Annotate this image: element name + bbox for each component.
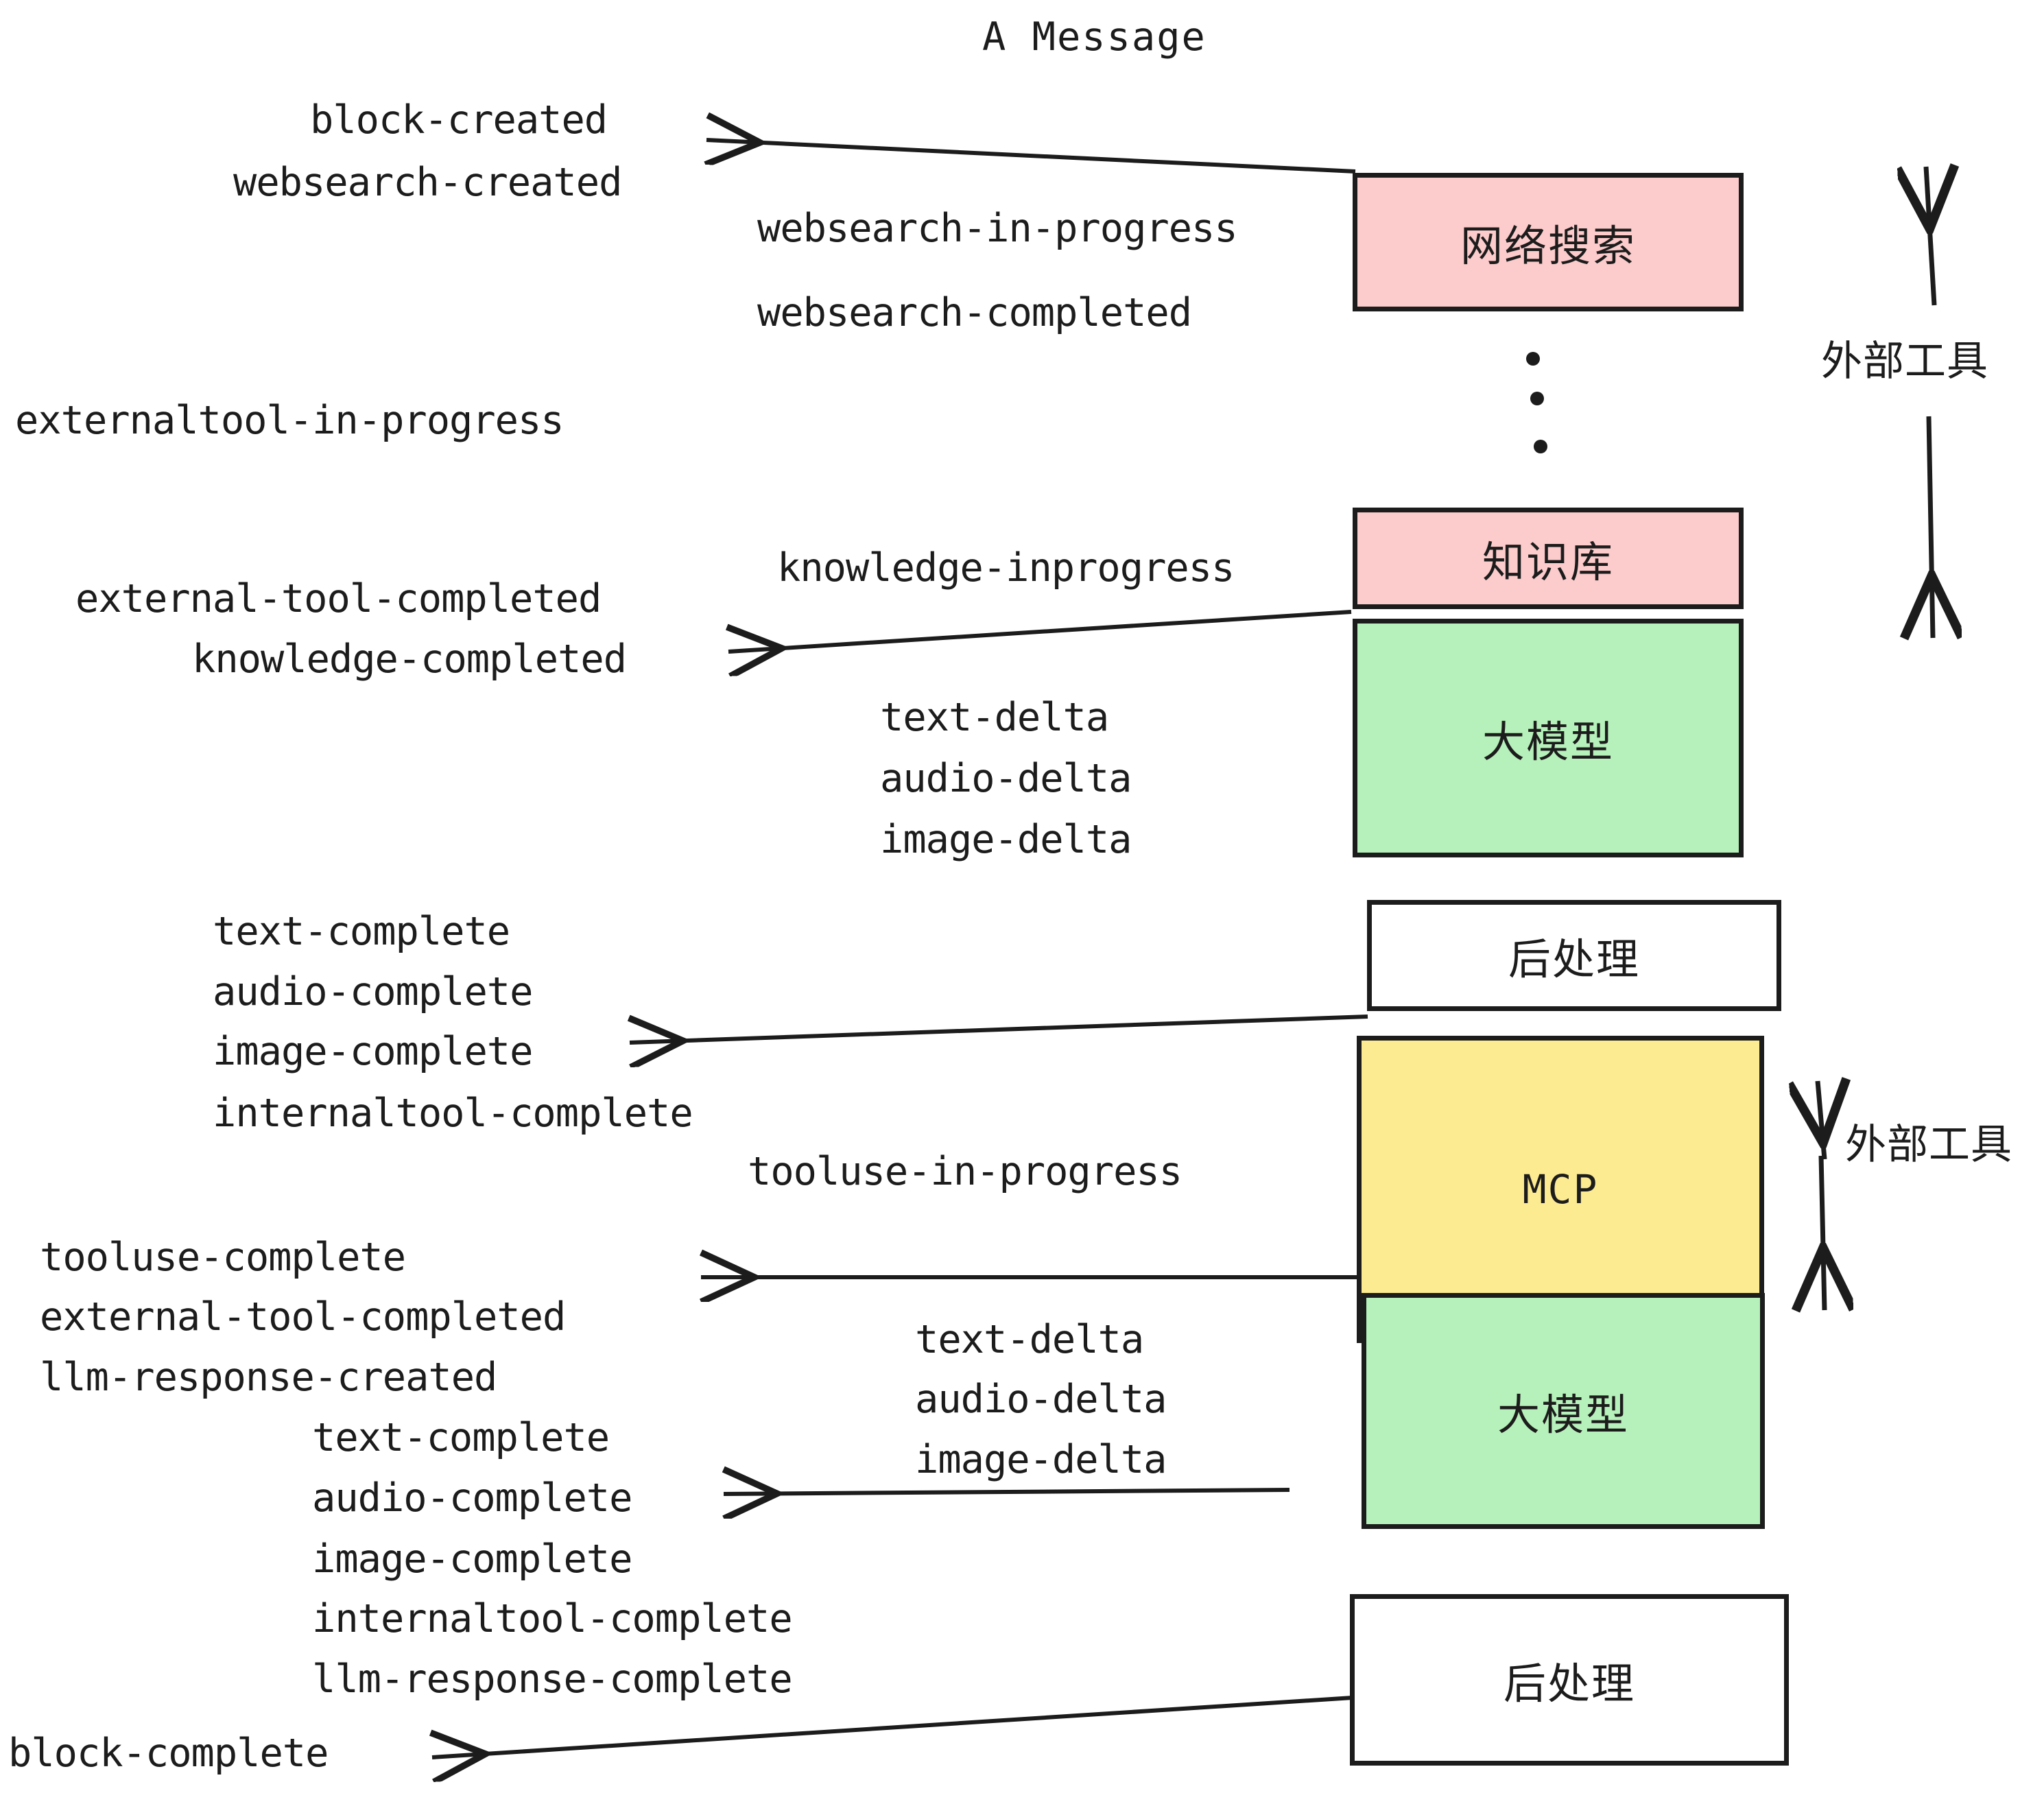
side-label-external-tools-top: 外部工具 <box>1821 337 1988 385</box>
box-websearch: 网络搜索 <box>1353 173 1744 311</box>
arrow-postprocess2-to-block-complete <box>432 1696 1353 1757</box>
event-label-external-tool-completed-2: external-tool-completed <box>40 1294 566 1340</box>
box-llm-2: 大模型 <box>1362 1293 1765 1529</box>
arrow-websearch-to-block-created <box>706 140 1356 174</box>
arrow-external-tools-up-top <box>1926 167 1934 306</box>
event-label-block-created: block-created <box>310 97 608 143</box>
arrow-postprocess1-to-image-complete <box>630 1014 1368 1043</box>
event-label-text-complete-1: text-complete <box>213 909 510 954</box>
event-label-text-complete-2: text-complete <box>312 1415 610 1460</box>
arrow-llm2-to-audio-complete <box>724 1490 1290 1494</box>
event-label-llm-response-complete: llm-response-complete <box>312 1657 793 1702</box>
box-label-websearch: 网络搜索 <box>1460 221 1636 271</box>
event-label-knowledge-completed: knowledge-completed <box>192 637 627 682</box>
side-label-external-tools-bottom: 外部工具 <box>1845 1121 2012 1169</box>
event-label-text-delta-1: text-delta <box>880 695 1109 740</box>
event-label-audio-complete-2: audio-complete <box>312 1475 632 1521</box>
arrow-external-tools-up-bottom <box>1818 1081 1825 1160</box>
event-label-audio-complete-1: audio-complete <box>213 969 533 1014</box>
box-postprocess-1: 后处理 <box>1367 900 1781 1011</box>
event-label-llm-response-created: llm-response-created <box>40 1355 497 1400</box>
box-knowledge-base: 知识库 <box>1353 508 1744 609</box>
event-label-tooluse-complete: tooluse-complete <box>40 1235 406 1280</box>
ellipsis-dot-1 <box>1526 352 1540 366</box>
event-label-block-complete: block-complete <box>8 1731 329 1776</box>
ellipsis-dot-2 <box>1530 392 1544 405</box>
box-label-mcp: MCP <box>1522 1166 1599 1213</box>
box-llm-1: 大模型 <box>1353 619 1744 857</box>
event-label-internaltool-complete-1: internaltool-complete <box>213 1091 693 1136</box>
event-label-image-delta-1: image-delta <box>880 817 1132 862</box>
box-postprocess-2: 后处理 <box>1350 1594 1789 1766</box>
box-label-postprocess-2: 后处理 <box>1503 1659 1635 1709</box>
event-label-tooluse-in-progress: tooluse-in-progress <box>748 1149 1183 1194</box>
event-label-image-delta-2: image-delta <box>915 1437 1167 1482</box>
event-label-websearch-in-progress: websearch-in-progress <box>757 206 1238 251</box>
box-label-knowledge-base: 知识库 <box>1482 537 1614 587</box>
box-mcp: MCP <box>1357 1036 1764 1343</box>
event-label-externaltool-in-progress: externaltool-in-progress <box>15 398 565 443</box>
event-label-text-delta-2: text-delta <box>915 1317 1144 1362</box>
arrow-knowledge-to-knowledge-completed <box>728 610 1352 652</box>
arrow-external-tools-down-bottom <box>1821 1155 1825 1310</box>
event-label-internaltool-complete-2: internaltool-complete <box>312 1596 793 1641</box>
event-label-image-complete-1: image-complete <box>213 1029 533 1074</box>
box-label-postprocess-1: 后处理 <box>1508 934 1640 984</box>
box-label-llm-2: 大模型 <box>1497 1390 1629 1440</box>
box-label-llm-1: 大模型 <box>1482 717 1614 767</box>
event-label-knowledge-inprogress: knowledge-inprogress <box>777 545 1235 591</box>
event-label-audio-delta-1: audio-delta <box>880 756 1132 801</box>
event-label-websearch-created: websearch-created <box>233 160 622 205</box>
event-label-audio-delta-2: audio-delta <box>915 1377 1167 1422</box>
event-label-image-complete-2: image-complete <box>312 1536 632 1582</box>
page-title: A Message <box>982 14 1207 60</box>
ellipsis-dot-3 <box>1534 440 1547 453</box>
arrow-external-tools-down-top <box>1929 416 1933 638</box>
event-label-websearch-completed: websearch-completed <box>757 290 1192 335</box>
event-label-external-tool-completed: external-tool-completed <box>75 576 602 621</box>
